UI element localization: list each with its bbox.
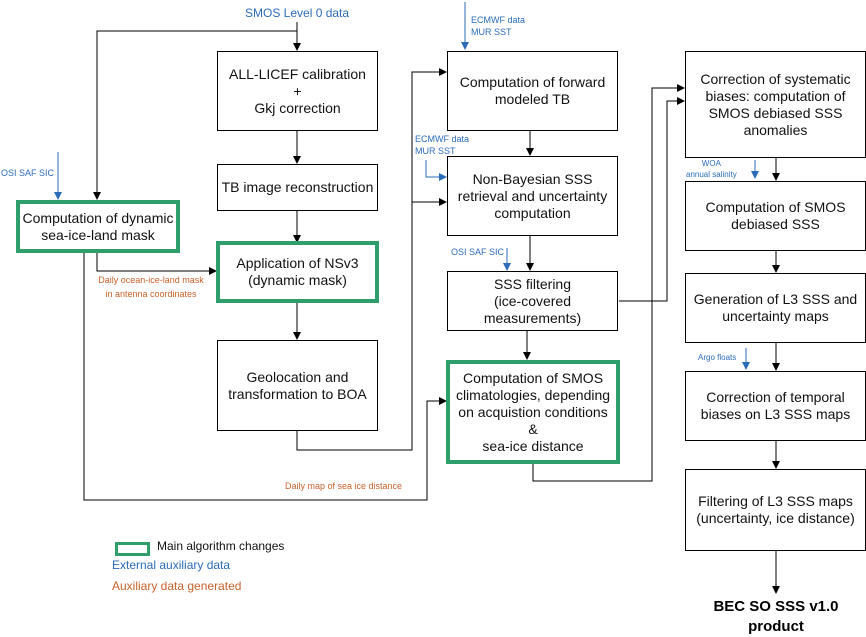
- edge-ecmwf-nonbayes: [425, 160, 447, 181]
- node-sss-filtering[interactable]: SSS filtering (ice-covered measurements): [447, 271, 618, 331]
- label-argo: Argo floats: [698, 353, 737, 362]
- node-climatologies[interactable]: Computation of SMOS climatologies, depen…: [446, 360, 620, 464]
- final-product-label: BEC SO SSS v1.0 product: [713, 598, 839, 635]
- label-smos-level0: SMOS Level 0 data: [245, 6, 350, 20]
- node-calibration[interactable]: ALL-LICEF calibration + Gkj correction: [217, 51, 378, 131]
- node-nsv3[interactable]: Application of NSv3 (dynamic mask): [216, 241, 379, 303]
- edge-filter-biases: [619, 97, 685, 302]
- node-systematic-biases[interactable]: Correction of systematic biases: computa…: [685, 51, 866, 158]
- legend-generated: Auxiliary data generated: [112, 579, 242, 593]
- node-temporal-biases[interactable]: Correction of temporal biases on L3 SSS …: [685, 371, 866, 441]
- legend-green-swatch: [115, 542, 150, 556]
- label-ecmwf-mur-forward: ECMWF data MUR SST: [471, 15, 526, 37]
- node-dynamic-mask[interactable]: Computation of dynamic sea-ice-land mask: [16, 200, 180, 253]
- legend-external: External auxiliary data: [112, 558, 231, 572]
- edge-l0-dynamic-mask: [93, 30, 297, 200]
- edge-mask-climatologies: [83, 252, 447, 501]
- edge-climatologies-biases: [532, 84, 685, 482]
- label-sea-ice-distance: Daily map of sea ice distance: [285, 481, 403, 491]
- node-tb-reconstruction[interactable]: TB image reconstruction: [217, 164, 378, 211]
- node-forward-tb[interactable]: Computation of forward modeled TB: [447, 51, 618, 131]
- node-l3-filtering[interactable]: Filtering of L3 SSS maps (uncertainty, i…: [685, 469, 866, 551]
- label-osi-saf-filter: OSI SAF SIC: [451, 247, 505, 257]
- node-debiased-sss[interactable]: Computation of SMOS debiased SSS: [685, 181, 866, 251]
- node-non-bayesian[interactable]: Non-Bayesian SSS retrieval and uncertain…: [447, 156, 618, 236]
- edge-mask-nsv3: [96, 252, 217, 275]
- label-ocean-ice-land-mask: Daily ocean-ice-land mask in antenna coo…: [98, 275, 204, 299]
- legend-main-changes: Main algorithm changes: [157, 539, 285, 553]
- edge-geolocation-split: [296, 68, 447, 451]
- label-woa: WOA annual salinity: [686, 159, 737, 179]
- node-l3-generation[interactable]: Generation of L3 SSS and uncertainty map…: [685, 273, 866, 343]
- label-osi-saf-mask: OSI SAF SIC: [1, 168, 55, 178]
- label-ecmwf-mur-nonbayes: ECMWF data MUR SST: [415, 134, 470, 156]
- node-geolocation[interactable]: Geolocation and transformation to BOA: [217, 340, 378, 431]
